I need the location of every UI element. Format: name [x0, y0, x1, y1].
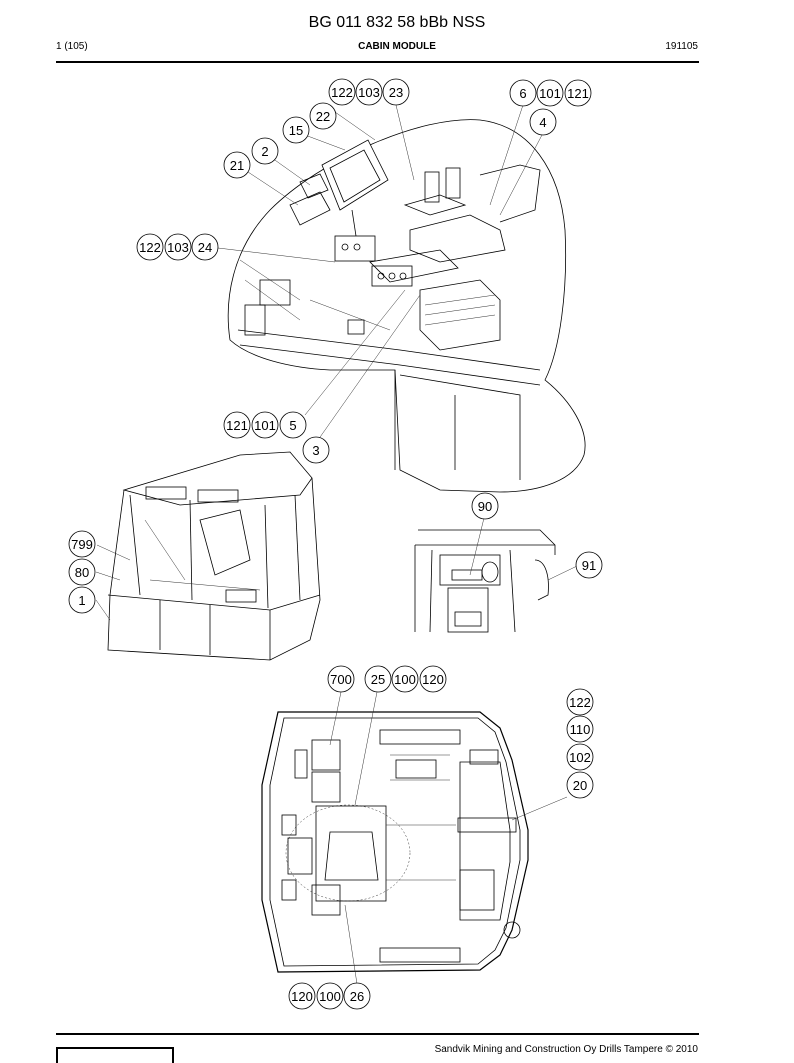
callout-marker: 122 [566, 688, 594, 716]
svg-text:20: 20 [573, 778, 587, 793]
svg-text:91: 91 [582, 558, 596, 573]
callout-marker: 5 [279, 411, 307, 439]
svg-text:4: 4 [539, 115, 546, 130]
svg-text:80: 80 [75, 565, 89, 580]
svg-text:25: 25 [371, 672, 385, 687]
callout-marker: 21 [223, 151, 251, 179]
callout-marker: 120 [288, 982, 316, 1010]
svg-text:100: 100 [394, 672, 416, 687]
callout-marker: 120 [419, 665, 447, 693]
callout-markers: 122 103 23 6 101 121 4 22 15 2 21 122 10… [68, 78, 603, 1010]
callout-marker: 103 [164, 233, 192, 261]
callout-marker: 2 [251, 137, 279, 165]
svg-text:120: 120 [422, 672, 444, 687]
callout-marker: 90 [471, 492, 499, 520]
callout-marker: 26 [343, 982, 371, 1010]
callout-marker: 110 [566, 715, 594, 743]
svg-text:101: 101 [254, 418, 276, 433]
leader-lines-cabin [95, 544, 131, 621]
callout-marker: 6 [509, 79, 537, 107]
svg-text:2: 2 [261, 144, 268, 159]
callout-marker: 121 [223, 411, 251, 439]
cabin-plan-illustration [261, 711, 529, 973]
svg-text:26: 26 [350, 989, 364, 1004]
svg-text:24: 24 [198, 240, 212, 255]
svg-text:15: 15 [289, 123, 303, 138]
callout-marker: 121 [564, 79, 592, 107]
svg-text:5: 5 [289, 418, 296, 433]
svg-text:110: 110 [570, 722, 591, 737]
callout-marker: 4 [529, 108, 557, 136]
svg-text:121: 121 [226, 418, 248, 433]
svg-text:103: 103 [358, 85, 380, 100]
svg-text:122: 122 [139, 240, 161, 255]
callout-marker: 122 [136, 233, 164, 261]
rear-panel-illustration [414, 529, 556, 633]
callout-marker: 1 [68, 586, 96, 614]
svg-text:101: 101 [539, 86, 561, 101]
page-number: 1 (105) [56, 41, 88, 52]
callout-marker: 3 [302, 436, 330, 464]
document-title: BG 011 832 58 bBb NSS [308, 14, 486, 31]
callout-marker: 15 [282, 116, 310, 144]
callout-marker: 102 [566, 743, 594, 771]
callout-marker: 122 [328, 78, 356, 106]
svg-text:799: 799 [71, 537, 93, 552]
callout-marker: 20 [566, 771, 594, 799]
document-code: 191105 [665, 41, 698, 52]
callout-marker: 22 [309, 102, 337, 130]
cabin-exterior-illustration [107, 451, 321, 661]
svg-text:23: 23 [389, 85, 403, 100]
svg-text:121: 121 [567, 86, 589, 101]
callout-marker: 80 [68, 558, 96, 586]
cabin-interior-illustration [227, 119, 586, 493]
callout-marker: 25 [364, 665, 392, 693]
svg-text:22: 22 [316, 109, 330, 124]
svg-text:103: 103 [167, 240, 189, 255]
callout-marker: 700 [327, 665, 355, 693]
svg-text:100: 100 [319, 989, 341, 1004]
callout-marker: 100 [316, 982, 344, 1010]
footer-rule [56, 1033, 699, 1035]
svg-text:1: 1 [78, 593, 85, 608]
section-title: CABIN MODULE [358, 41, 436, 52]
svg-text:102: 102 [569, 750, 591, 765]
svg-text:90: 90 [478, 499, 492, 514]
copyright-footer: Sandvik Mining and Construction Oy Drill… [434, 1044, 698, 1055]
leader-lines-panel [469, 517, 578, 581]
svg-text:3: 3 [312, 443, 319, 458]
svg-text:122: 122 [331, 85, 353, 100]
svg-text:6: 6 [519, 86, 526, 101]
callout-marker: 101 [536, 79, 564, 107]
callout-marker: 23 [382, 78, 410, 106]
header-rule [56, 61, 699, 63]
callout-marker: 799 [68, 530, 96, 558]
callout-marker: 101 [251, 411, 279, 439]
callout-marker: 24 [191, 233, 219, 261]
callout-marker: 100 [391, 665, 419, 693]
svg-text:21: 21 [230, 158, 244, 173]
svg-text:120: 120 [291, 989, 313, 1004]
leader-lines-top [217, 104, 544, 441]
svg-text:122: 122 [569, 695, 591, 710]
svg-text:700: 700 [330, 672, 352, 687]
leader-lines-plan [329, 691, 568, 985]
callout-marker: 91 [575, 551, 603, 579]
callout-marker: 103 [355, 78, 383, 106]
